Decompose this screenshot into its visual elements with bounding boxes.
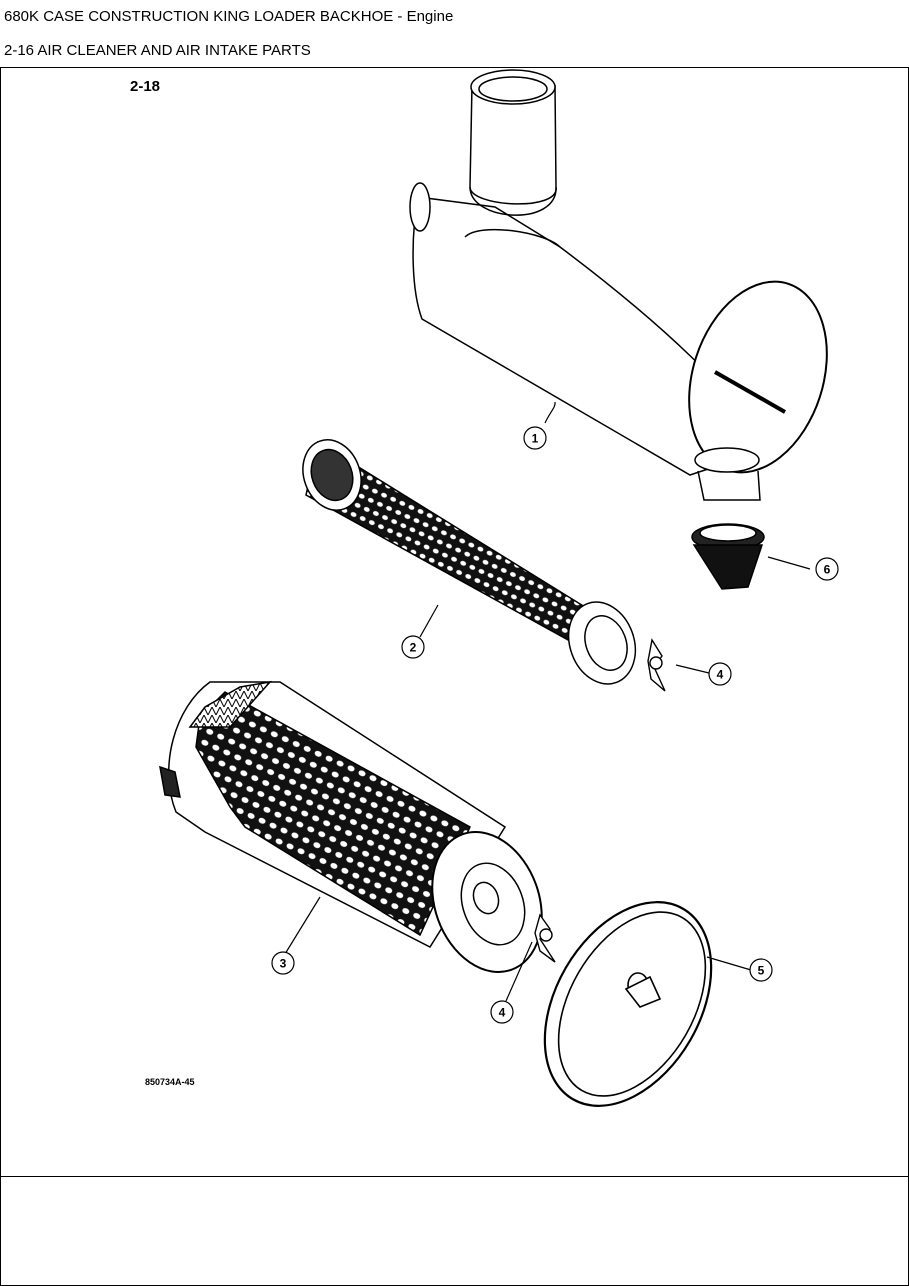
svg-text:6: 6: [824, 563, 831, 577]
dust-valve-part: [691, 523, 765, 590]
housing-part: [409, 69, 828, 501]
svg-text:4: 4: [499, 1006, 506, 1020]
svg-text:4: 4: [717, 668, 724, 682]
callout-4-upper: 4: [708, 662, 732, 686]
svg-text:5: 5: [758, 964, 765, 978]
wing-nut-lower-part: [534, 913, 556, 963]
outer-filter-part: [159, 680, 543, 973]
callout-2: 2: [401, 635, 425, 659]
bottom-frame: [0, 1176, 909, 1286]
parts-diagram: 2-18: [130, 69, 839, 1107]
callout-6: 6: [815, 557, 839, 581]
svg-text:3: 3: [280, 957, 287, 971]
leader-lines: [284, 401, 811, 1002]
wing-nut-upper-part: [647, 638, 666, 692]
figure-label: 2-18: [130, 78, 160, 95]
callout-3: 3: [271, 951, 295, 975]
svg-text:1: 1: [532, 432, 539, 446]
end-cover-part: [543, 901, 713, 1107]
drawing-id: 850734A-45: [145, 1077, 195, 1087]
inner-filter-part: [302, 439, 637, 685]
page-title: 680K CASE CONSTRUCTION KING LOADER BACKH…: [4, 8, 454, 25]
svg-text:2: 2: [410, 641, 417, 655]
callout-1: 1: [523, 426, 547, 450]
callout-5: 5: [749, 958, 773, 982]
section-title: 2-16 AIR CLEANER AND AIR INTAKE PARTS: [4, 42, 311, 59]
callout-4-lower: 4: [490, 1000, 514, 1024]
